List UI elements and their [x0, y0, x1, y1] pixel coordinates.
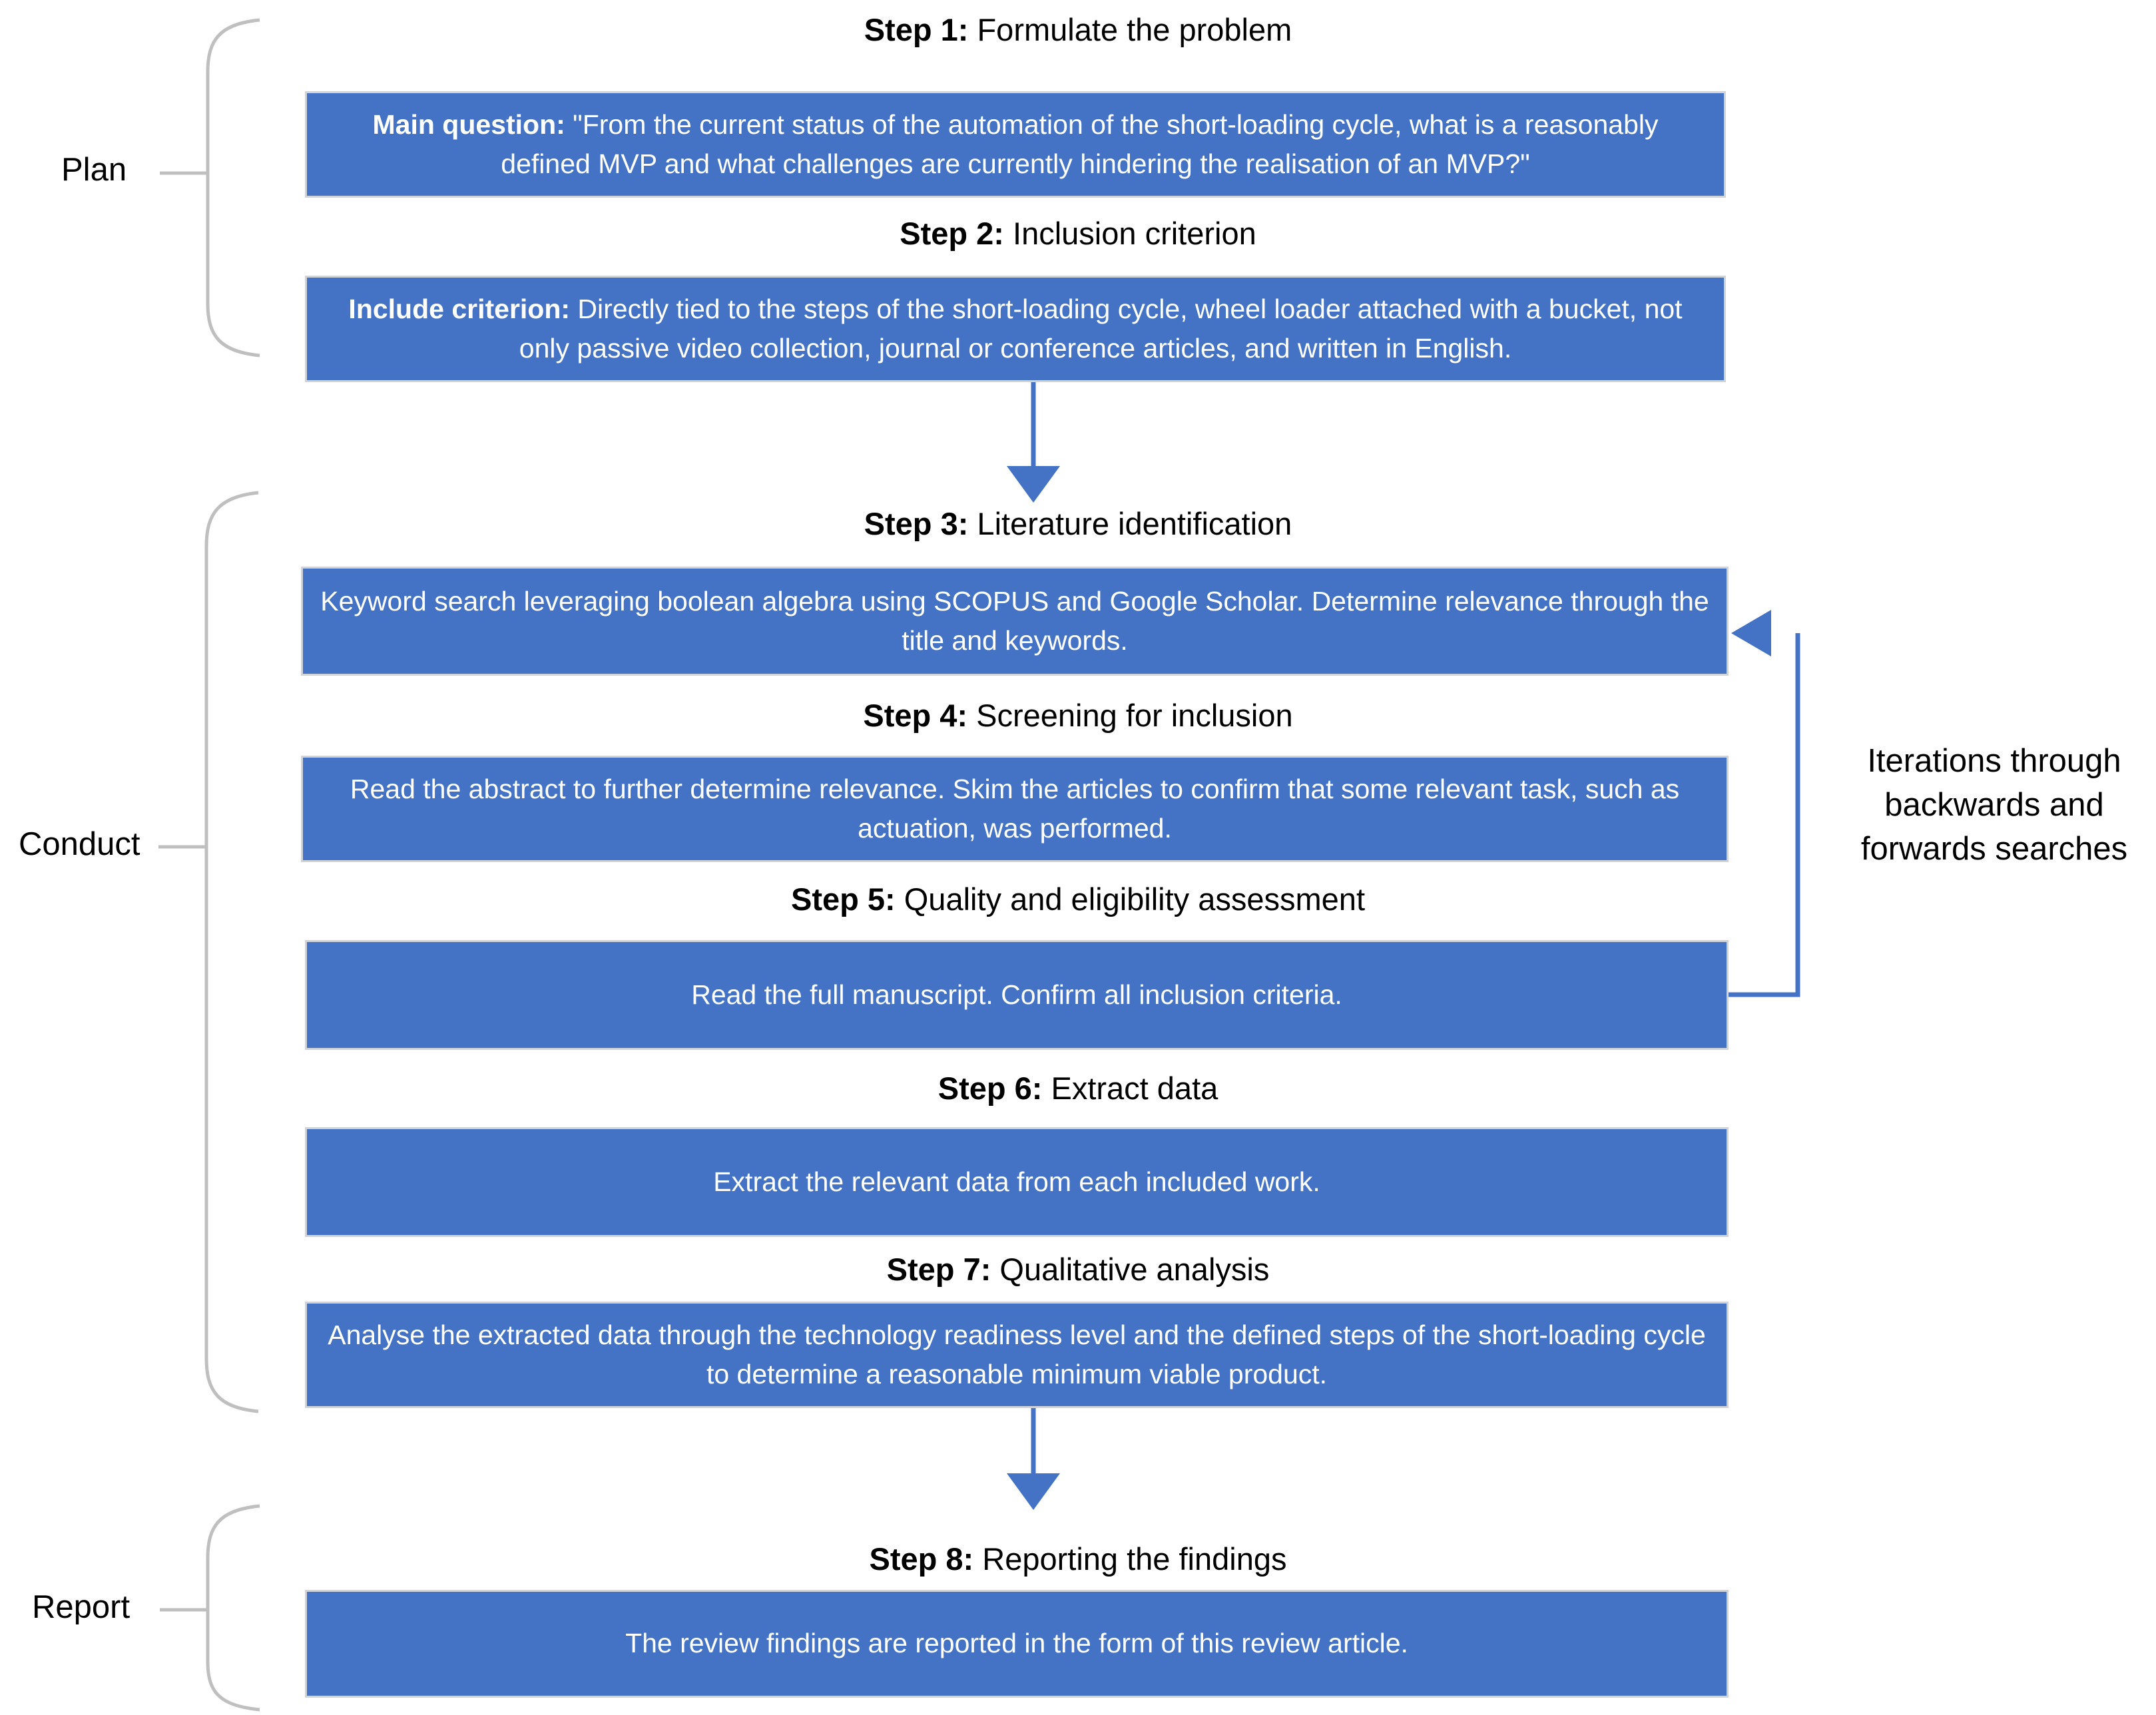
step-heading-6: Step 6: Extract data	[0, 1071, 2156, 1106]
step-box-2: Include criterion: Directly tied to the …	[305, 276, 1726, 382]
step-box-3-text: Keyword search leveraging boolean algebr…	[320, 582, 1709, 661]
iteration-note: Iterations through backwards and forward…	[1860, 743, 2128, 867]
step-box-6-text: Extract the relevant data from each incl…	[713, 1162, 1320, 1202]
step-box-1-text: Main question: "From the current status …	[324, 105, 1707, 184]
step-title-1: Formulate the problem	[968, 12, 1292, 47]
step-box-1-lead: Main question:	[372, 109, 565, 140]
step-heading-1: Step 1: Formulate the problem	[0, 12, 2156, 48]
step-heading-3: Step 3: Literature identification	[0, 506, 2156, 542]
step-box-2-text: Include criterion: Directly tied to the …	[324, 290, 1707, 369]
step-box-3: Keyword search leveraging boolean algebr…	[301, 567, 1729, 676]
arrow-iteration-loop	[1729, 610, 1800, 997]
arrow-plan-to-conduct	[1007, 379, 1060, 503]
brace-plan	[160, 18, 260, 358]
step-box-7-body: Analyse the extracted data through the t…	[328, 1319, 1706, 1389]
step-box-4-body: Read the abstract to further determine r…	[350, 773, 1680, 844]
step-title-6: Extract data	[1042, 1071, 1218, 1106]
step-box-8-text: The review findings are reported in the …	[625, 1624, 1408, 1663]
step-number-6: Step 6:	[938, 1071, 1043, 1106]
step-box-4-text: Read the abstract to further determine r…	[320, 770, 1709, 849]
step-box-6: Extract the relevant data from each incl…	[305, 1127, 1729, 1237]
brace-report	[160, 1504, 260, 1712]
step-title-3: Literature identification	[968, 506, 1292, 541]
step-box-3-body: Keyword search leveraging boolean algebr…	[320, 585, 1709, 656]
step-box-5-text: Read the full manuscript. Confirm all in…	[691, 975, 1342, 1015]
step-box-7: Analyse the extracted data through the t…	[305, 1302, 1729, 1408]
step-box-5: Read the full manuscript. Confirm all in…	[305, 940, 1729, 1050]
step-box-8: The review findings are reported in the …	[305, 1590, 1729, 1698]
phase-label-plan: Plan	[61, 152, 127, 188]
step-heading-4: Step 4: Screening for inclusion	[0, 698, 2156, 734]
step-title-4: Screening for inclusion	[967, 698, 1293, 733]
phase-label-report: Report	[32, 1589, 131, 1625]
step-number-5: Step 5:	[790, 881, 896, 917]
step-number-8: Step 8:	[869, 1541, 974, 1577]
step-title-2: Inclusion criterion	[1003, 216, 1256, 251]
step-box-2-body: Directly tied to the steps of the short-…	[519, 293, 1683, 364]
step-number-4: Step 4:	[863, 698, 968, 733]
step-number-3: Step 3:	[864, 506, 969, 541]
step-title-8: Reporting the findings	[973, 1541, 1287, 1577]
step-box-1: Main question: "From the current status …	[305, 91, 1726, 198]
step-heading-5: Step 5: Quality and eligibility assessme…	[0, 881, 2156, 917]
step-box-4: Read the abstract to further determine r…	[301, 756, 1729, 862]
phase-label-conduct: Conduct	[19, 826, 140, 862]
step-heading-2: Step 2: Inclusion criterion	[0, 216, 2156, 252]
step-box-7-text: Analyse the extracted data through the t…	[324, 1316, 1709, 1395]
step-number-1: Step 1:	[864, 12, 969, 47]
step-box-6-body: Extract the relevant data from each incl…	[713, 1166, 1320, 1197]
step-heading-8: Step 8: Reporting the findings	[0, 1541, 2156, 1577]
step-box-2-lead: Include criterion:	[348, 293, 571, 324]
step-title-5: Quality and eligibility assessment	[895, 881, 1366, 917]
step-box-5-body: Read the full manuscript. Confirm all in…	[691, 979, 1342, 1010]
step-box-1-body: "From the current status of the automati…	[501, 109, 1659, 179]
step-heading-7: Step 7: Qualitative analysis	[0, 1252, 2156, 1288]
step-number-2: Step 2:	[900, 216, 1004, 251]
step-box-8-body: The review findings are reported in the …	[625, 1628, 1408, 1659]
step-number-7: Step 7:	[886, 1252, 991, 1287]
step-title-7: Qualitative analysis	[991, 1252, 1270, 1287]
arrow-conduct-to-report	[1007, 1408, 1060, 1510]
